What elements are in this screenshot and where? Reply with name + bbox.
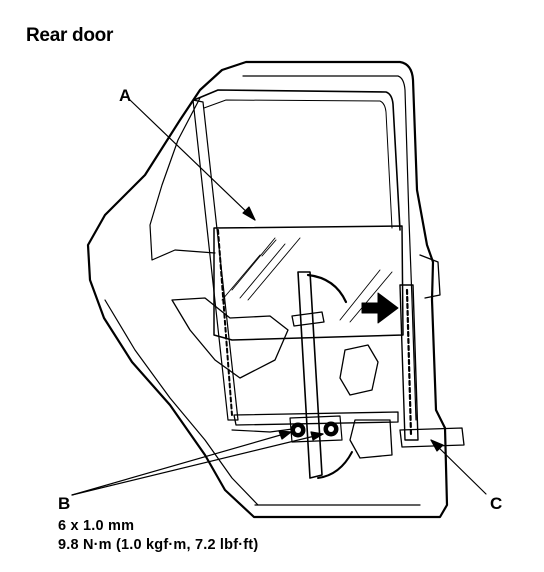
regulator-rail [297,271,323,479]
glass-bottom-channel [233,411,399,426]
callout-label-c: C [490,494,503,513]
regulator-lower-bracket [289,415,343,443]
leader-line-b [71,430,324,496]
front-glass-run-hatch [217,229,233,416]
door-glass [213,225,404,341]
window-frame [193,89,401,231]
regulator-lower-arc [317,451,353,479]
panel-cutout-lower [349,419,393,459]
regulator-slider [291,311,325,327]
window-frame-inner [203,99,393,229]
torque-spec: 9.8 N·m (1.0 kgf·m, 7.2 lbf·ft) [58,537,259,553]
callout-label-a: A [119,86,132,105]
rear-glass-run-hatch [405,288,413,437]
door-inner-edge [242,75,417,421]
leader-line-a [129,99,256,221]
door-belt-inner [149,97,216,261]
front-glass-run-outer [192,99,239,421]
rear-glass-run-outer [399,284,419,441]
panel-cutout-right [339,344,379,396]
callout-label-b: B [58,494,71,513]
door-lower-inner [104,299,259,506]
door-lower-rail [231,427,301,433]
panel-cutout-left [171,297,289,379]
glass-hatch [221,237,393,323]
bolt-size-spec: 6 x 1.0 mm [58,518,135,534]
diagram-title: Rear door [26,25,114,46]
mounting-bolt-1 [290,422,306,438]
mounting-bolt-2 [323,421,339,437]
leader-line-c [430,439,487,495]
regulator-arm [306,273,348,304]
direction-arrow [361,292,399,324]
rear-latch-bracket [399,254,465,448]
door-outer-panel [86,60,449,519]
